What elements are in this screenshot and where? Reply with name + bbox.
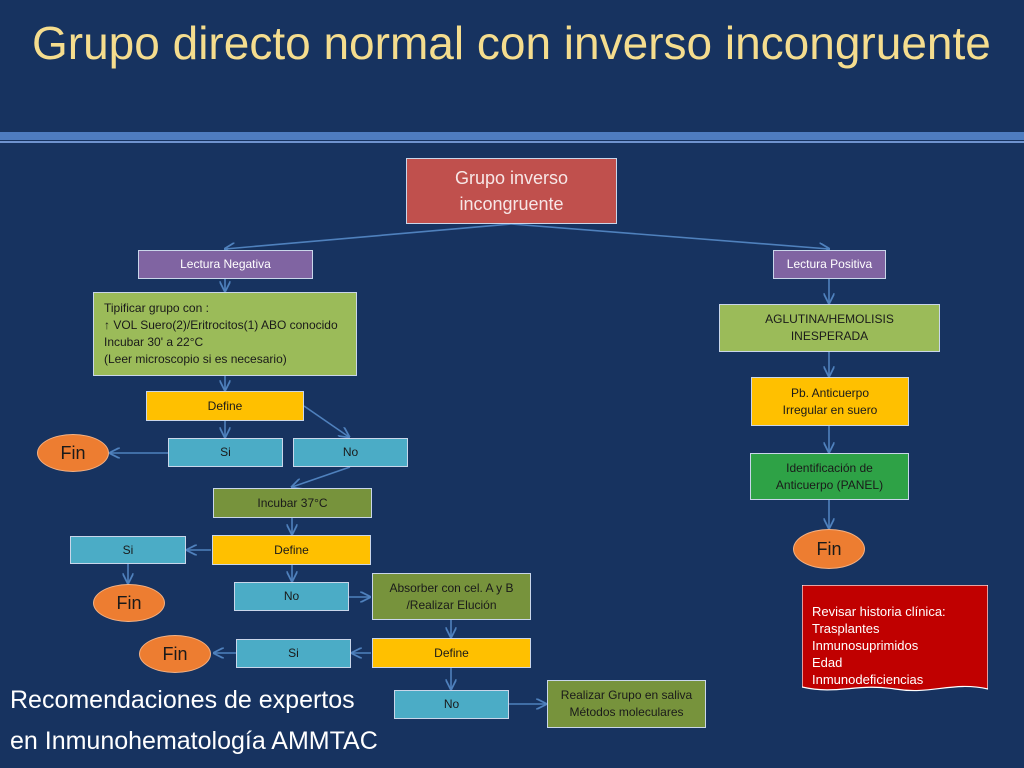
node-fin-2-label: Fin <box>116 592 142 613</box>
node-grupo-inverso-incongruente: Grupo inverso incongruente <box>406 158 617 224</box>
node-define-2: Define <box>212 535 371 565</box>
node-no-1-label: No <box>342 445 359 459</box>
node-tipificar: Tipificar grupo con : ↑ VOL Suero(2)/Eri… <box>93 292 357 376</box>
link-no1-incubar <box>292 466 351 487</box>
node-pb-anticuerpo: Pb. Anticuerpo Irregular en suero <box>751 377 909 426</box>
node-aglutina-hemolisis-label: AGLUTINA/HEMOLISIS INESPERADA <box>765 312 894 343</box>
node-define-1: Define <box>146 391 304 421</box>
title-divider <box>0 132 1024 140</box>
node-no-1: No <box>293 438 408 467</box>
node-grupo-saliva-label: Realizar Grupo en saliva Métodos molecul… <box>560 688 693 719</box>
node-fin-2: Fin <box>93 584 165 622</box>
node-pb-anticuerpo-label: Pb. Anticuerpo Irregular en suero <box>782 385 878 417</box>
node-no-3: No <box>394 690 509 719</box>
node-tipificar-label: Tipificar grupo con : ↑ VOL Suero(2)/Eri… <box>104 301 338 366</box>
node-incubar-37: Incubar 37°C <box>213 488 372 518</box>
title-divider-thin <box>0 141 1024 143</box>
link-root-positiva <box>510 223 829 249</box>
node-root-label: Grupo inverso incongruente <box>454 168 569 214</box>
footer-line-2: en Inmunohematología AMMTAC <box>10 727 378 755</box>
note-shape <box>802 585 988 692</box>
node-si-3-label: Si <box>288 646 299 660</box>
slide-title: Grupo directo normal con inverso incongr… <box>32 17 991 69</box>
node-fin-4: Fin <box>793 529 865 569</box>
node-incubar-37-label: Incubar 37°C <box>257 495 328 510</box>
node-fin-3: Fin <box>139 635 211 673</box>
note-revisar-historia: Revisar historia clínica: Trasplantes In… <box>812 604 946 687</box>
node-no-3-label: No <box>443 697 460 711</box>
node-absorber-label: Absorber con cel. A y B /Realizar Elució… <box>389 580 514 612</box>
node-define-3: Define <box>372 638 531 668</box>
node-define-3-label: Define <box>434 645 469 660</box>
node-si-2-label: Si <box>122 542 134 557</box>
node-aglutina-hemolisis: AGLUTINA/HEMOLISIS INESPERADA <box>719 304 940 352</box>
node-identificacion-anticuerpo-label: Identificación de Anticuerpo (PANEL) <box>775 460 884 492</box>
node-si-1-label: Si <box>220 445 231 459</box>
node-fin-1: Fin <box>37 434 109 472</box>
node-si-1: Si <box>168 438 283 467</box>
node-absorber: Absorber con cel. A y B /Realizar Elució… <box>372 573 531 620</box>
link-define1-no1 <box>303 405 349 437</box>
node-lectura-negativa: Lectura Negativa <box>138 250 313 279</box>
node-fin-1-label: Fin <box>60 442 86 463</box>
node-no-2: No <box>234 582 349 611</box>
link-root-negativa <box>225 223 512 249</box>
footer-line-1: Recomendaciones de expertos <box>10 686 355 714</box>
node-define-1-label: Define <box>207 398 243 413</box>
node-lectura-positiva: Lectura Positiva <box>773 250 886 279</box>
node-no-2-label: No <box>283 589 300 603</box>
node-si-3: Si <box>236 639 351 668</box>
node-define-2-label: Define <box>274 542 309 557</box>
node-lectura-positiva-label: Lectura Positiva <box>786 257 873 271</box>
node-fin-4-label: Fin <box>816 538 842 559</box>
node-fin-3-label: Fin <box>162 643 188 664</box>
node-lectura-negativa-label: Lectura Negativa <box>180 257 271 271</box>
node-identificacion-anticuerpo: Identificación de Anticuerpo (PANEL) <box>750 453 909 500</box>
node-si-2: Si <box>70 536 186 564</box>
node-grupo-saliva: Realizar Grupo en saliva Métodos molecul… <box>547 680 706 728</box>
